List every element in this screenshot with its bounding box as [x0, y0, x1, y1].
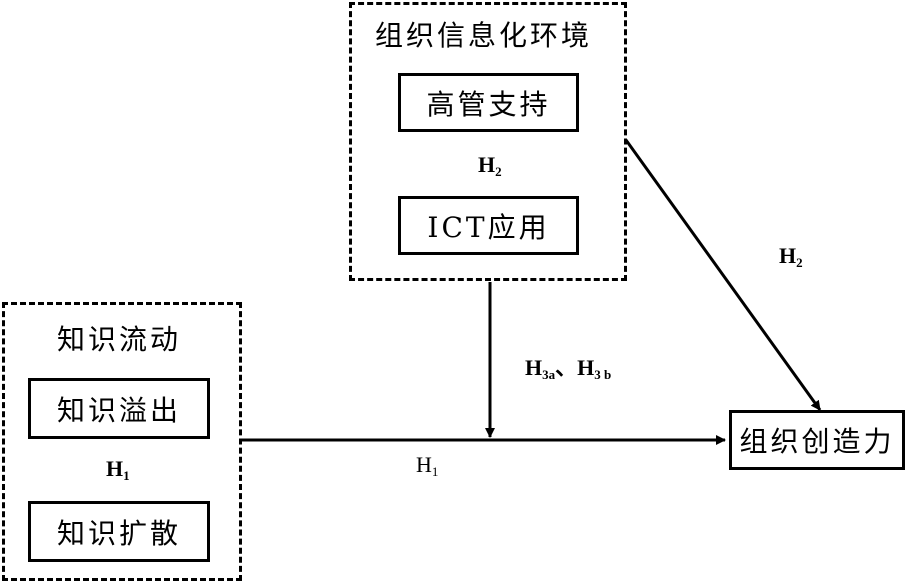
- environment-item-exec-support: 高管支持: [398, 73, 579, 132]
- knowledge-flow-group: [2, 302, 242, 581]
- outcome-box: 组织创造力: [729, 410, 905, 470]
- knowledge-flow-inner-hypothesis: H1: [106, 456, 130, 483]
- knowledge-flow-item-diffusion: 知识扩散: [28, 501, 210, 562]
- environment-title: 组织信息化环境: [375, 19, 593, 52]
- environment-item-ict: ICT应用: [398, 196, 579, 255]
- h2-direct-label: H2: [779, 243, 803, 270]
- environment-group: [349, 2, 627, 281]
- h1-main-label: H1: [416, 452, 439, 479]
- h2-arrow: [624, 139, 822, 411]
- knowledge-flow-item-spillover: 知识溢出: [28, 378, 210, 439]
- knowledge-flow-title: 知识流动: [57, 323, 182, 356]
- environment-inner-hypothesis: H2: [478, 152, 502, 179]
- h3-moderation-label: H3a、H3 b: [525, 355, 612, 382]
